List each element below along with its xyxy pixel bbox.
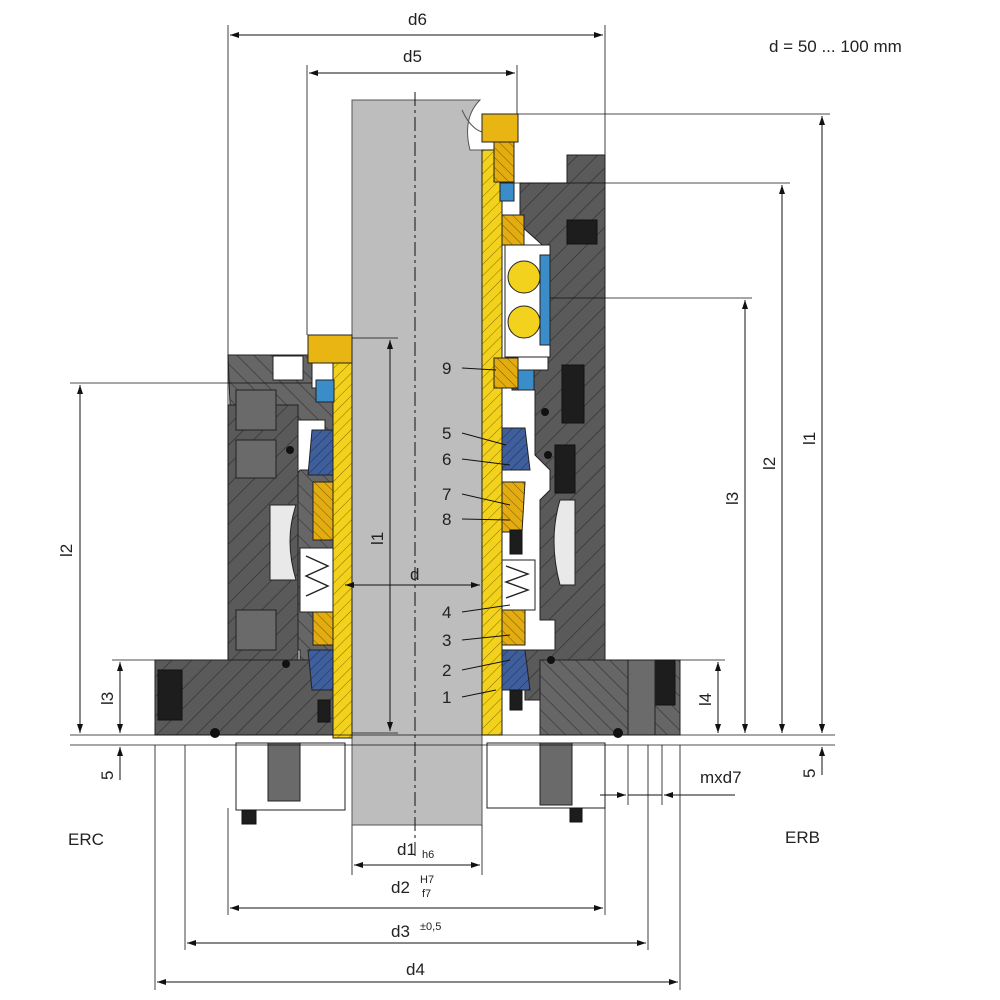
label-5-right: 5 [800,769,819,778]
label-d1-tolerance: h6 [422,849,434,861]
label-d2-tol-bottom: f7 [422,888,431,900]
label-d6: d6 [408,10,427,29]
label-l2-right: l2 [760,457,779,470]
label-l1-center: l1 [368,532,387,545]
part-number-7: 7 [442,485,451,504]
seal-left-erc [154,334,353,825]
range-note: d = 50 ... 100 mm [769,37,902,56]
shaft [351,99,483,826]
label-l1-right: l1 [800,432,819,445]
label-d4: d4 [406,960,425,979]
part-number-8: 8 [442,510,451,529]
label-l3-left: l3 [98,692,117,705]
label-d2: d2 [391,878,410,897]
part-number-3: 3 [442,631,451,650]
label-d3: d3 [391,922,410,941]
label-d5: d5 [403,47,422,66]
part-number-4: 4 [442,603,451,622]
label-d1: d1 [397,840,416,859]
part-number-5: 5 [442,424,451,443]
label-mxd7: mxd7 [700,768,742,787]
label-l4-right: l4 [696,693,715,706]
label-d: d [410,565,419,584]
label-l3-right: l3 [723,492,742,505]
dimension-lines [70,25,835,990]
seal-right-erb [481,113,681,823]
part-number-6: 6 [442,450,451,469]
part-number-9: 9 [442,359,451,378]
part-number-2: 2 [442,661,451,680]
label-l2-left: l2 [57,544,76,557]
label-variant-right: ERB [785,828,820,847]
part-number-1: 1 [442,688,451,707]
label-d2-tol-top: H7 [420,874,434,886]
label-variant-left: ERC [68,830,104,849]
part-leaders [461,367,511,698]
label-5-left: 5 [98,771,117,780]
label-d3-tolerance: ±0,5 [420,921,441,933]
